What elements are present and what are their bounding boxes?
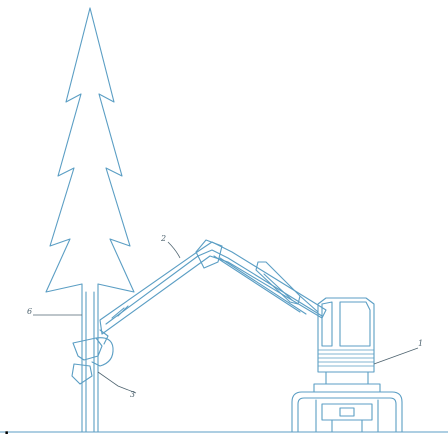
label-1: 1 [373,339,423,365]
boom [99,239,327,335]
cabin-body [317,297,375,373]
tree-trunk [81,283,99,433]
track-frame [291,391,403,433]
tree-crown-right [89,7,135,293]
cabin [313,297,381,393]
label-2: 2 [160,234,181,259]
hydraulic-cylinder [255,261,301,305]
cabin-window [321,301,371,347]
boom-joint [195,239,223,269]
label-tree-trunk: 6 [27,307,32,316]
cabin-base [313,371,381,393]
corner-marker: . [4,422,9,436]
tree-crown-left [45,7,91,293]
label-3: 3 [97,371,137,399]
label-boom: 2 [160,234,166,243]
label-felling-head: 3 [130,390,135,399]
label-6: 6 [27,307,82,316]
tree [45,7,135,433]
undercarriage [291,391,403,433]
felling-head [71,329,114,385]
boom-inner [105,249,323,325]
label-cabin-base: 1 [418,339,423,348]
